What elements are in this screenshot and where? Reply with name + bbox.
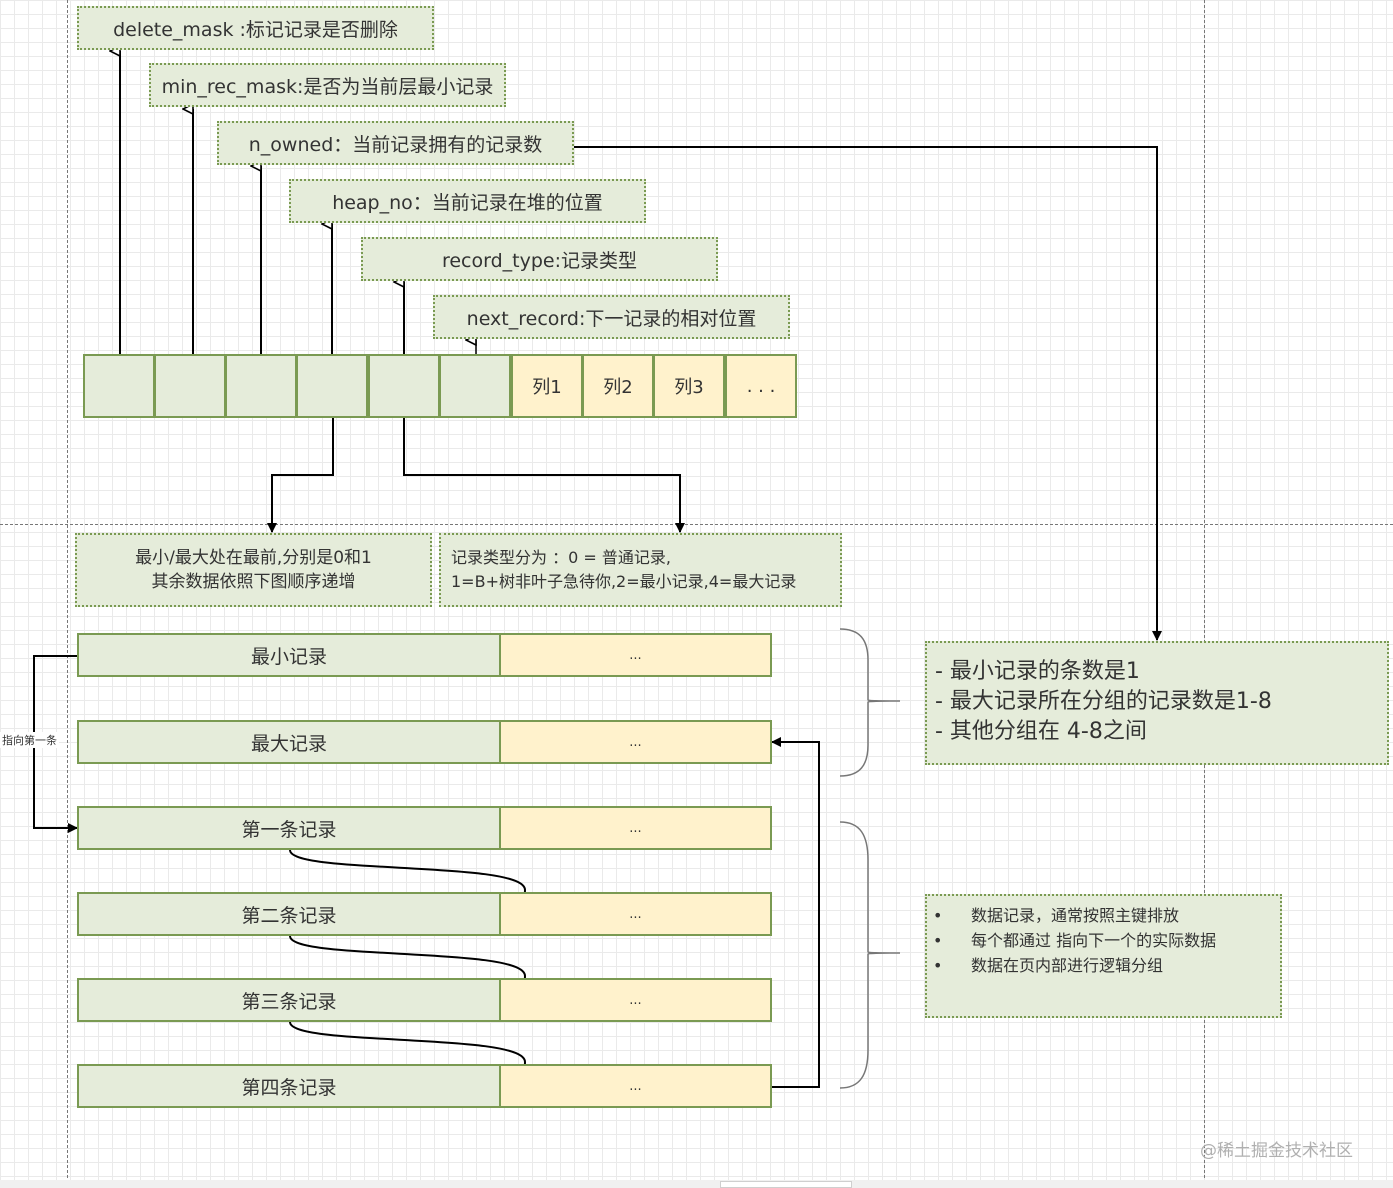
data-info-item: 数据在页内部进行逻辑分组 bbox=[927, 953, 1280, 978]
record-name: 第一条记录 bbox=[79, 808, 501, 848]
header-cell-record-type bbox=[368, 354, 440, 418]
header-cell-delete-mask bbox=[83, 354, 155, 418]
data-info-box: 数据记录，通常按照主键排放 每个都通过 指向下一个的实际数据 数据在页内部进行逻… bbox=[925, 894, 1282, 1018]
next-record-text: next_record:下一记录的相对位置 bbox=[466, 307, 757, 330]
owned-info-line: - 其他分组在 4-8之间 bbox=[935, 719, 1147, 744]
record-max: 最大记录 ... bbox=[77, 720, 772, 764]
first-link-label: 指向第一条 bbox=[0, 732, 59, 748]
header-cell-n-owned bbox=[225, 354, 297, 418]
owned-info-line: - 最小记录的条数是1 bbox=[935, 659, 1140, 684]
arrow-last-to-max bbox=[771, 737, 820, 1088]
column-label: 列3 bbox=[674, 377, 704, 398]
owned-info-line: - 最大记录所在分组的记录数是1-8 bbox=[935, 689, 1272, 714]
next-record-note: next_record:下一记录的相对位置 bbox=[433, 295, 790, 339]
owned-info-box: - 最小记录的条数是1 - 最大记录所在分组的记录数是1-8 - 其他分组在 4… bbox=[925, 641, 1389, 765]
heap-explanation-note: 最小/最大处在最前,分别是0和1 其余数据依照下图顺序递增 bbox=[75, 533, 432, 607]
record-type-text: record_type:记录类型 bbox=[441, 249, 638, 272]
type-explanation-line: 记录类型分为 ：0 = 普通记录, bbox=[451, 548, 671, 567]
min-rec-mask-text: min_rec_mask:是否为当前层最小记录 bbox=[161, 75, 494, 98]
column-cell-2: 列2 bbox=[582, 354, 654, 418]
record-value: ... bbox=[501, 808, 770, 848]
arrow-type-note bbox=[403, 418, 685, 533]
heap-no-text: heap_no：当前记录在堆的位置 bbox=[332, 191, 603, 214]
delete-mask-text: delete_mask :标记记录是否删除 bbox=[113, 18, 398, 41]
record-type-note: record_type:记录类型 bbox=[361, 237, 718, 281]
header-cell-next-record bbox=[439, 354, 511, 418]
arrow-owned-info bbox=[573, 146, 1162, 641]
record-value: ... bbox=[501, 980, 770, 1020]
delete-mask-note: delete_mask :标记记录是否删除 bbox=[77, 6, 434, 50]
data-info-list: 数据记录，通常按照主键排放 每个都通过 指向下一个的实际数据 数据在页内部进行逻… bbox=[927, 903, 1280, 978]
guide-line-left bbox=[67, 0, 68, 1188]
brace-upper bbox=[839, 628, 901, 777]
min-rec-mask-note: min_rec_mask:是否为当前层最小记录 bbox=[149, 63, 506, 107]
record-first: 第一条记录 ... bbox=[77, 806, 772, 850]
n-owned-note: n_owned：当前记录拥有的记录数 bbox=[217, 121, 574, 165]
type-explanation-note: 记录类型分为 ：0 = 普通记录, 1=B+树非叶子急待你,2=最小记录,4=最… bbox=[439, 533, 842, 607]
record-name: 最大记录 bbox=[79, 722, 501, 762]
watermark: @稀土掘金技术社区 bbox=[1200, 1141, 1353, 1161]
record-third: 第三条记录 ... bbox=[77, 978, 772, 1022]
scrollbar-thumb[interactable] bbox=[720, 1181, 852, 1188]
column-cell-3: 列3 bbox=[653, 354, 725, 418]
data-info-item: 每个都通过 指向下一个的实际数据 bbox=[927, 928, 1280, 953]
heap-explanation-line: 其余数据依照下图顺序递增 bbox=[151, 572, 356, 592]
heap-no-note: heap_no：当前记录在堆的位置 bbox=[289, 179, 646, 223]
record-min: 最小记录 ... bbox=[77, 633, 772, 677]
record-fourth: 第四条记录 ... bbox=[77, 1064, 772, 1108]
column-label: 列2 bbox=[603, 377, 633, 398]
n-owned-text: n_owned：当前记录拥有的记录数 bbox=[248, 133, 543, 156]
arrow-heap-note bbox=[267, 418, 334, 533]
record-name: 第四条记录 bbox=[79, 1066, 501, 1106]
record-value: ... bbox=[501, 1066, 770, 1106]
record-value: ... bbox=[501, 635, 770, 675]
column-label: 列1 bbox=[532, 377, 562, 398]
column-label: . . . bbox=[746, 375, 776, 397]
guide-line-right bbox=[1204, 0, 1205, 1188]
record-name: 最小记录 bbox=[79, 635, 501, 675]
record-value: ... bbox=[501, 722, 770, 762]
header-cell-min-rec-mask bbox=[154, 354, 226, 418]
record-name: 第二条记录 bbox=[79, 894, 501, 934]
record-name: 第三条记录 bbox=[79, 980, 501, 1020]
heap-explanation-line: 最小/最大处在最前,分别是0和1 bbox=[135, 548, 372, 568]
brace-lower bbox=[839, 821, 901, 1089]
data-info-item: 数据记录，通常按照主键排放 bbox=[927, 903, 1280, 928]
horizontal-scrollbar[interactable] bbox=[0, 1180, 1393, 1188]
record-value: ... bbox=[501, 894, 770, 934]
type-explanation-line: 1=B+树非叶子急待你,2=最小记录,4=最大记录 bbox=[451, 572, 797, 591]
header-cell-heap-no bbox=[296, 354, 368, 418]
column-cell-more: . . . bbox=[725, 354, 797, 418]
record-second: 第二条记录 ... bbox=[77, 892, 772, 936]
column-cell-1: 列1 bbox=[511, 354, 583, 418]
guide-line-horizontal bbox=[0, 524, 1393, 525]
